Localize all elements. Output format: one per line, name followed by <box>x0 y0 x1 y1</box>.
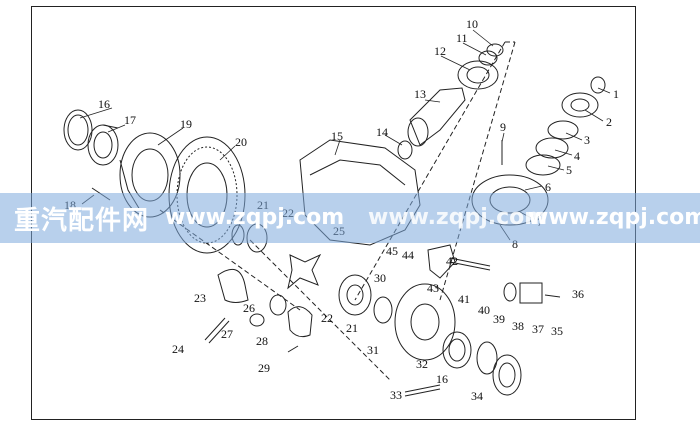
callout-13: 13 <box>414 87 426 101</box>
part-26-27-28-gears <box>249 294 313 338</box>
callout-15: 15 <box>331 129 343 143</box>
part-21-lower-washer <box>373 296 393 324</box>
part-16-lower-seal <box>476 341 498 375</box>
callout-43: 43 <box>427 281 439 295</box>
part-3-seal <box>547 120 579 140</box>
part-5-bearing <box>525 154 561 176</box>
callout-45: 45 <box>386 244 398 258</box>
part-4-seal <box>535 137 569 159</box>
part-32-bearing <box>442 331 472 369</box>
callout-2: 2 <box>606 115 612 129</box>
callout-38: 38 <box>512 319 524 333</box>
callout-8: 8 <box>512 237 518 251</box>
callout-12: 12 <box>434 44 446 58</box>
part-29-bolt <box>287 345 299 353</box>
callout-39: 39 <box>493 312 505 326</box>
part-17-bearing <box>87 124 119 166</box>
callout-22-lower: 22 <box>321 311 333 325</box>
callout-37: 37 <box>532 322 544 336</box>
part-33-bolt <box>404 384 441 397</box>
callout-1: 1 <box>613 87 619 101</box>
callout-23: 23 <box>194 291 206 305</box>
callout-21-lower: 21 <box>346 321 358 335</box>
watermark-url: www.zqpj.com <box>528 205 700 230</box>
part-25-spider <box>287 253 322 290</box>
part-23-fork <box>217 268 249 303</box>
callout-16: 16 <box>98 97 110 111</box>
part-24-pin <box>204 317 230 344</box>
callout-32: 32 <box>416 357 428 371</box>
part-14-washer <box>397 140 413 160</box>
part-13-drive-pinion <box>407 87 466 147</box>
callout-10: 10 <box>466 17 478 31</box>
callout-5: 5 <box>566 163 572 177</box>
callout-26: 26 <box>243 301 255 315</box>
callout-31: 31 <box>367 343 379 357</box>
callout-14: 14 <box>376 125 388 139</box>
callout-20: 20 <box>235 135 247 149</box>
part-11-washer <box>478 50 498 66</box>
part-12-pinion-bearing <box>457 60 499 90</box>
callout-28: 28 <box>256 334 268 348</box>
callout-24: 24 <box>172 342 184 356</box>
watermark-url: www.zqpj.com <box>368 205 548 230</box>
watermark-brand: 重汽配件网 <box>14 206 150 236</box>
callout-35: 35 <box>551 324 563 338</box>
callout-17: 17 <box>124 113 136 127</box>
part-10-nut <box>486 43 504 57</box>
part-37-shift-cylinder <box>503 282 561 304</box>
callout-4: 4 <box>574 149 580 163</box>
callout-9: 9 <box>500 120 506 134</box>
callout-34: 34 <box>471 389 483 403</box>
watermark-url: www.zqpj.com <box>165 205 345 230</box>
callout-29: 29 <box>258 361 270 375</box>
callout-6: 6 <box>545 180 551 194</box>
callout-40: 40 <box>478 303 490 317</box>
part-34-adjusting-nut <box>492 354 522 396</box>
callout-41: 41 <box>458 292 470 306</box>
part-42-43-44-shift-parts <box>427 244 491 279</box>
part-30-side-gear <box>338 274 372 316</box>
callout-27: 27 <box>221 327 233 341</box>
part-16-seal-ring <box>63 109 93 151</box>
callout-30: 30 <box>374 271 386 285</box>
part-2-flange <box>561 92 599 118</box>
callout-44: 44 <box>402 248 414 262</box>
callout-3: 3 <box>584 133 590 147</box>
callout-11: 11 <box>456 31 468 45</box>
callout-19: 19 <box>180 117 192 131</box>
watermark-banner <box>0 193 700 243</box>
callout-33: 33 <box>390 388 402 402</box>
callout-36: 36 <box>572 287 584 301</box>
part-31-diff-case-right <box>394 283 456 361</box>
callout-42: 42 <box>446 254 458 268</box>
callout-16-lower: 16 <box>436 372 448 386</box>
part-1-nut <box>590 76 606 94</box>
